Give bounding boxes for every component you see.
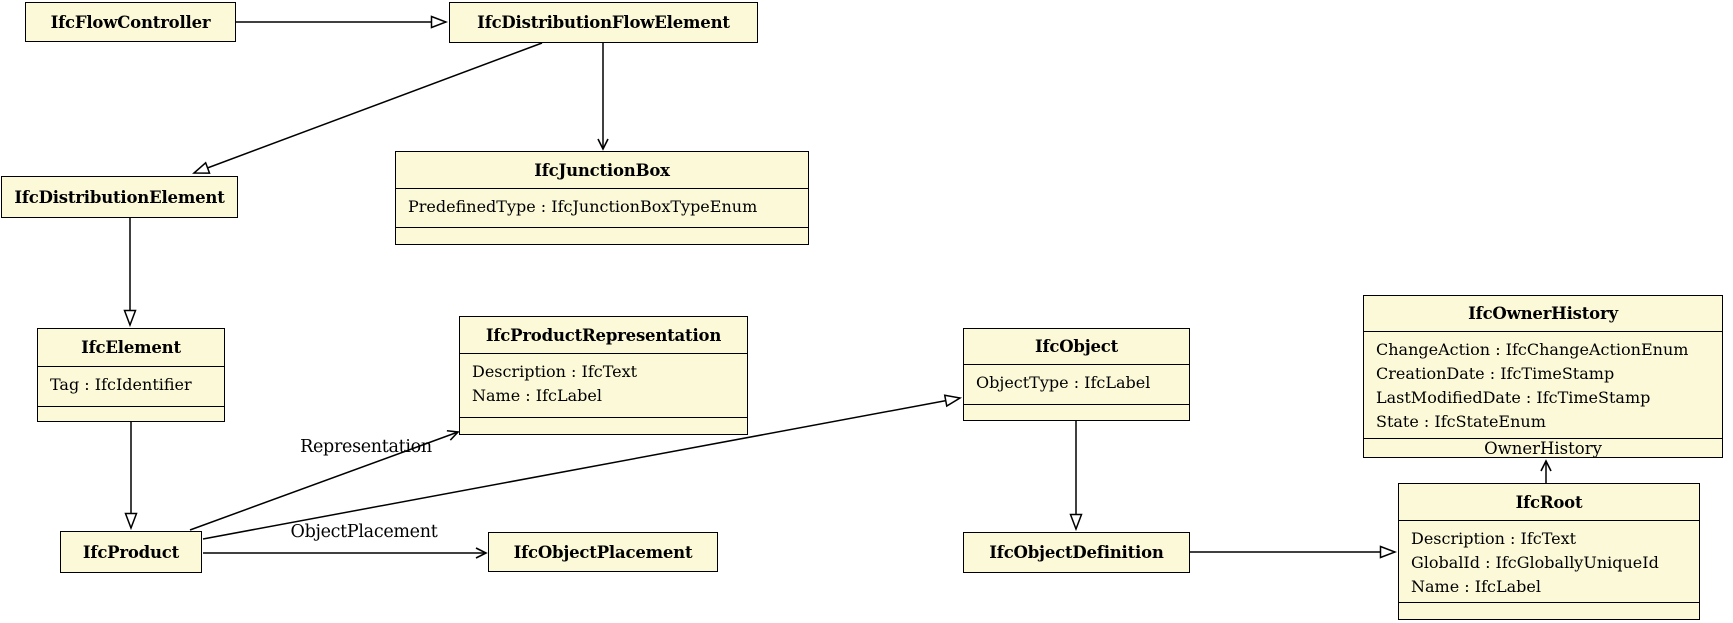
class-title: IfcJunctionBox	[534, 160, 670, 180]
class-attribute: LastModifiedDate : IfcTimeStamp	[1376, 388, 1651, 407]
class-ifcproduct: IfcProduct	[60, 531, 202, 573]
class-operations-empty	[396, 227, 808, 244]
class-attribute: Description : IfcText	[472, 362, 638, 381]
class-ifcproductrepresentation: IfcProductRepresentation Description : I…	[459, 316, 748, 435]
class-title: IfcFlowController	[50, 12, 211, 32]
class-ifcelement: IfcElement Tag : IfcIdentifier	[37, 328, 225, 422]
class-title: IfcObjectDefinition	[989, 543, 1164, 562]
class-title: IfcProduct	[82, 542, 180, 562]
class-attribute: GlobalId : IfcGloballyUniqueId	[1411, 553, 1659, 572]
class-attributes: Tag : IfcIdentifier	[38, 366, 224, 406]
class-attributes: PredefinedType : IfcJunctionBoxTypeEnum	[396, 188, 808, 227]
class-attributes: ChangeAction : IfcChangeActionEnum Creat…	[1364, 331, 1722, 438]
class-attributes: Description : IfcText Name : IfcLabel	[460, 353, 747, 417]
class-attribute: Name : IfcLabel	[1411, 577, 1541, 596]
class-title: IfcRoot	[1515, 492, 1583, 512]
class-title: IfcDistributionElement	[14, 187, 225, 207]
class-ifcobjectplacement: IfcObjectPlacement	[488, 532, 718, 572]
class-attribute: PredefinedType : IfcJunctionBoxTypeEnum	[408, 197, 758, 216]
class-ifcobject: IfcObject ObjectType : IfcLabel	[963, 328, 1190, 421]
class-title: IfcDistributionFlowElement	[477, 13, 730, 32]
class-ifcroot: IfcRoot Description : IfcText GlobalId :…	[1398, 483, 1700, 620]
representation-edge-label: Representation	[300, 437, 432, 457]
class-operations-empty	[460, 417, 747, 434]
class-attribute: ChangeAction : IfcChangeActionEnum	[1376, 340, 1689, 359]
class-attributes: ObjectType : IfcLabel	[964, 364, 1189, 404]
class-ifcflowcontroller: IfcFlowController	[25, 2, 236, 42]
class-title: IfcProductRepresentation	[485, 325, 722, 345]
class-ifcdistributionflowelement: IfcDistributionFlowElement	[449, 2, 758, 43]
class-attribute: Name : IfcLabel	[472, 386, 602, 405]
class-ifcdistributionelement: IfcDistributionElement	[1, 176, 238, 218]
class-attribute: CreationDate : IfcTimeStamp	[1376, 364, 1615, 383]
class-attribute: State : IfcStateEnum	[1376, 412, 1546, 431]
class-title: IfcElement	[81, 338, 181, 357]
class-attribute: Tag : IfcIdentifier	[50, 375, 192, 394]
class-operations-empty	[38, 406, 224, 421]
owner-history-role-label: OwnerHistory	[1364, 438, 1722, 458]
class-attribute: ObjectType : IfcLabel	[976, 373, 1151, 392]
class-attributes: Description : IfcText GlobalId : IfcGlob…	[1399, 520, 1699, 602]
class-operations-empty	[964, 404, 1189, 420]
class-title: IfcOwnerHistory	[1468, 304, 1618, 323]
class-attribute: Description : IfcText	[1411, 529, 1577, 548]
class-operations-empty	[1399, 602, 1699, 619]
class-title: IfcObjectPlacement	[513, 542, 693, 562]
class-ifcjunctionbox: IfcJunctionBox PredefinedType : IfcJunct…	[395, 151, 809, 245]
class-ifcobjectdefinition: IfcObjectDefinition	[963, 532, 1190, 573]
class-title: IfcObject	[1034, 337, 1119, 356]
object-placement-edge-label: ObjectPlacement	[290, 522, 438, 542]
class-ifcownerhistory: IfcOwnerHistory ChangeAction : IfcChange…	[1363, 295, 1723, 458]
